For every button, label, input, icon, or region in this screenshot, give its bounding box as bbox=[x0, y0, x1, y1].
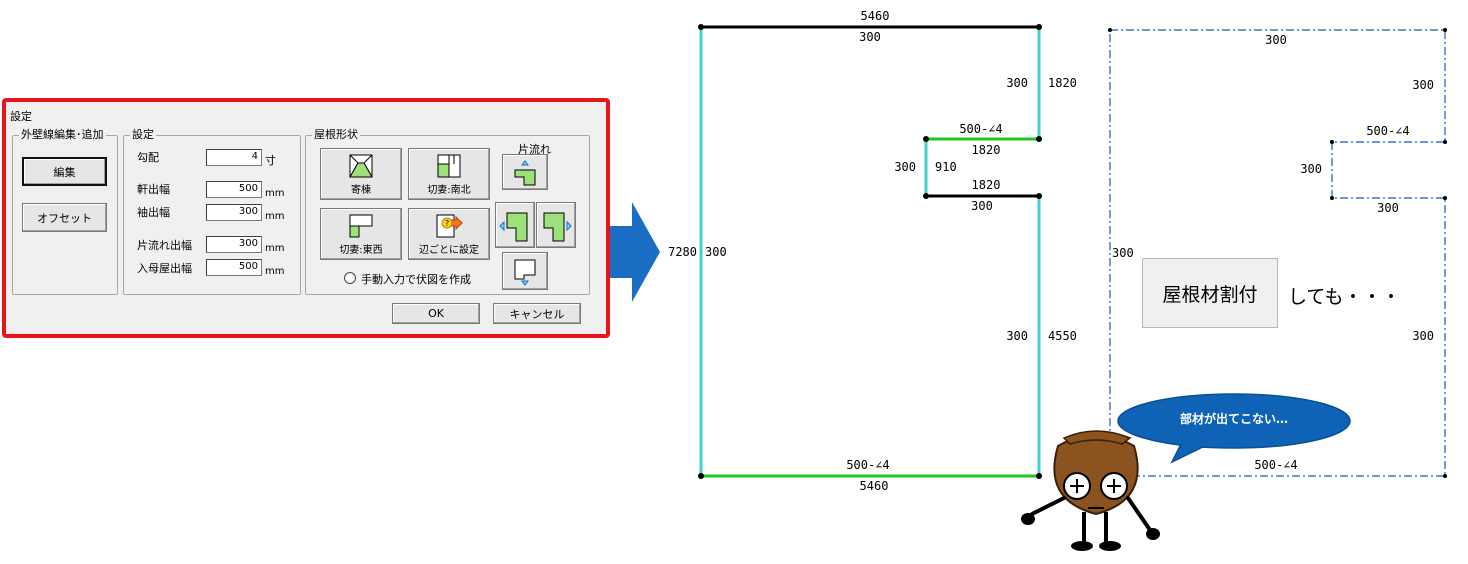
shed-unit: mm bbox=[265, 243, 285, 254]
plan1-right-upper-offset: 300 bbox=[1006, 76, 1028, 90]
plan1-notch-side-offset: 300 bbox=[894, 160, 916, 174]
plan2-notch-top: 500-∠4 bbox=[1366, 124, 1409, 138]
hip-gable-input[interactable]: 500 bbox=[206, 259, 262, 276]
hip-gable-unit: mm bbox=[265, 266, 285, 277]
shed-down-icon bbox=[514, 259, 536, 286]
bubble-text: 部材が出てこない… bbox=[1179, 412, 1288, 426]
pitch-input[interactable]: 4 bbox=[206, 149, 262, 166]
shed-down-button[interactable] bbox=[502, 252, 548, 290]
plan1-dimensions: 5460 300 300 1820 500-∠4 1820 300 910 18… bbox=[668, 9, 1077, 493]
hip-gable-label: 入母屋出幅 bbox=[137, 262, 192, 275]
shed-right-icon bbox=[543, 212, 572, 242]
sleeve-label: 袖出幅 bbox=[137, 206, 170, 219]
shed-caption: 片流れ bbox=[518, 143, 551, 156]
plan2-notch-bottom: 300 bbox=[1377, 201, 1399, 215]
plan2-dimensions: 300 300 500-∠4 300 300 300 300 500-∠4 bbox=[1112, 33, 1434, 472]
manual-radio-label: 手動入力で伏図を作成 bbox=[361, 273, 471, 286]
gable-ew-label: 切妻:東西 bbox=[339, 245, 383, 256]
eave-input[interactable]: 500 bbox=[206, 181, 262, 198]
settings-dialog: 設定 外壁線編集･追加 編集 オフセット 設定 勾配 4 寸 軒出幅 500 m… bbox=[2, 98, 610, 338]
settings-group-legend: 設定 bbox=[130, 128, 156, 142]
per-edge-label: 辺ごとに設定 bbox=[419, 245, 479, 256]
plan1-notch-top-offset: 500-∠4 bbox=[959, 122, 1002, 136]
plan1-outline bbox=[698, 24, 1042, 479]
mascot-character bbox=[1021, 430, 1160, 551]
roof-material-button[interactable]: 屋根材割付 bbox=[1142, 258, 1278, 328]
speech-bubble bbox=[1117, 393, 1351, 464]
manual-radio[interactable] bbox=[344, 272, 356, 284]
gable-ns-icon bbox=[437, 154, 461, 178]
arrow-right-icon bbox=[610, 202, 660, 302]
plan1-left-offset: 300 bbox=[705, 245, 727, 259]
gable-ns-label: 切妻:南北 bbox=[427, 185, 471, 196]
plan2-right-upper: 300 bbox=[1412, 78, 1434, 92]
plan1-notch-bottom-offset: 300 bbox=[971, 199, 993, 213]
plan1-notch-bottom-length: 1820 bbox=[972, 178, 1001, 192]
shed-right-button[interactable] bbox=[536, 202, 576, 248]
plan2-notch-side: 300 bbox=[1300, 162, 1322, 176]
plan1-right-lower-offset: 300 bbox=[1006, 329, 1028, 343]
outline-group: 外壁線編集･追加 編集 オフセット bbox=[12, 128, 118, 295]
plan2-right-lower: 300 bbox=[1412, 329, 1434, 343]
edit-button[interactable]: 編集 bbox=[22, 157, 107, 186]
ok-button[interactable]: OK bbox=[392, 303, 480, 324]
plan2-top: 300 bbox=[1265, 33, 1287, 47]
gable-ns-button[interactable]: 切妻:南北 bbox=[408, 148, 490, 200]
shed-left-icon bbox=[499, 212, 528, 242]
shed-up-button[interactable] bbox=[502, 154, 548, 190]
per-edge-icon: ? bbox=[436, 214, 463, 238]
dialog-title: 設定 bbox=[10, 110, 32, 123]
shed-up-icon bbox=[514, 160, 536, 186]
plan2-left: 300 bbox=[1112, 246, 1134, 260]
svg-text:?: ? bbox=[445, 219, 449, 228]
eave-label: 軒出幅 bbox=[137, 183, 170, 196]
pitch-unit: 寸 bbox=[265, 154, 276, 167]
outline-group-legend: 外壁線編集･追加 bbox=[19, 128, 106, 142]
aside-text: しても・・・ bbox=[1288, 286, 1401, 308]
shed-input[interactable]: 300 bbox=[206, 236, 262, 253]
plan1-top-length: 5460 bbox=[861, 9, 890, 23]
gable-ew-icon bbox=[349, 214, 373, 238]
hip-roof-label: 寄棟 bbox=[351, 185, 371, 196]
gable-ew-button[interactable]: 切妻:東西 bbox=[320, 208, 402, 260]
pitch-label: 勾配 bbox=[137, 151, 159, 164]
eave-unit: mm bbox=[265, 188, 285, 199]
shed-label: 片流れ出幅 bbox=[137, 239, 192, 252]
plan1-bottom-offset: 500-∠4 bbox=[846, 458, 889, 472]
plan1-right-lower-length: 4550 bbox=[1048, 329, 1077, 343]
hip-roof-button[interactable]: 寄棟 bbox=[320, 148, 402, 200]
offset-button[interactable]: オフセット bbox=[22, 203, 107, 232]
plan1-right-upper-length: 1820 bbox=[1048, 76, 1077, 90]
plan2-bottom: 500-∠4 bbox=[1254, 458, 1297, 472]
plan1-bottom-length: 5460 bbox=[860, 479, 889, 493]
plan1-notch-side-length: 910 bbox=[935, 160, 957, 174]
hip-roof-icon bbox=[349, 154, 373, 178]
settings-group: 設定 勾配 4 寸 軒出幅 500 mm 袖出幅 300 mm 片流れ出幅 30… bbox=[123, 128, 301, 295]
plan1-left-length: 7280 bbox=[668, 245, 697, 259]
plan1-notch-top-length: 1820 bbox=[972, 143, 1001, 157]
per-edge-button[interactable]: ? 辺ごとに設定 bbox=[408, 208, 490, 260]
roof-shape-group: 屋根形状 寄棟 切妻:南北 切妻:東西 bbox=[305, 128, 590, 295]
plan1-top-offset: 300 bbox=[859, 30, 881, 44]
sleeve-unit: mm bbox=[265, 211, 285, 222]
cancel-button[interactable]: キャンセル bbox=[493, 303, 581, 324]
sleeve-input[interactable]: 300 bbox=[206, 204, 262, 221]
roof-shape-legend: 屋根形状 bbox=[312, 128, 360, 142]
shed-left-button[interactable] bbox=[495, 202, 535, 248]
